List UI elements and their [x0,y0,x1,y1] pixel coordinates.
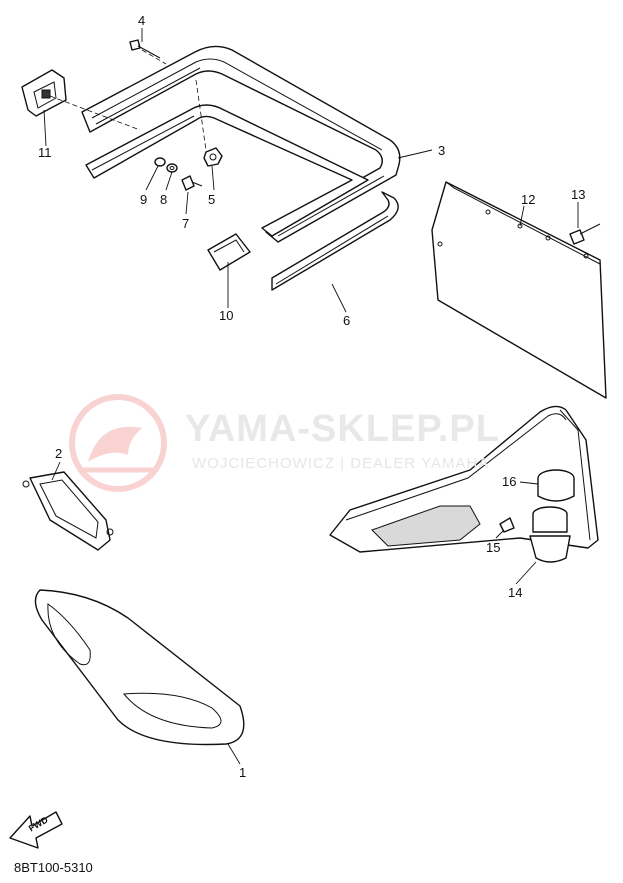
part-7-bolt [181,175,203,191]
callout-5: 5 [208,192,216,207]
watermark-title: YAMA-SKLEP.PL [185,408,500,450]
leader-lines [43,28,579,765]
document-code: 8BT100-5310 [14,860,93,875]
callout-12: 12 [521,192,536,207]
part-4-screw [129,39,161,59]
callout-14: 14 [508,585,523,600]
part-8-washer [166,163,178,173]
callout-10: 10 [219,308,234,323]
part-10-cap [207,233,251,271]
callout-4: 4 [138,13,146,28]
callout-13: 13 [571,187,586,202]
part-11-bracket [21,69,67,117]
callout-11: 11 [38,145,52,160]
part-13-rivet [569,223,601,245]
callout-9: 9 [140,192,148,207]
callout-15: 15 [486,540,501,555]
callout-3: 3 [438,143,446,158]
part-5-nut [203,147,223,167]
part-15-clip [499,517,515,533]
watermark-subtitle: WOJCIECHOWICZ | DEALER YAMAHA [192,455,490,472]
forward-arrow-icon [9,811,63,849]
part-1-grille [34,589,245,746]
part-12-panel [431,181,607,399]
watermark-logo [69,394,167,492]
part-2-frame [22,471,114,551]
part-14-damper [529,506,571,563]
callout-1: 1 [239,765,247,780]
callout-6: 6 [343,313,351,328]
callout-2: 2 [55,446,63,461]
callout-8: 8 [160,192,168,207]
side-cover-housing [329,405,599,553]
part-3-rail [81,45,401,243]
part-6-seal [85,104,399,291]
part-16-grommet [537,469,575,502]
callout-16: 16 [502,474,517,489]
callout-7: 7 [182,216,190,231]
part-9-washer [154,157,166,167]
